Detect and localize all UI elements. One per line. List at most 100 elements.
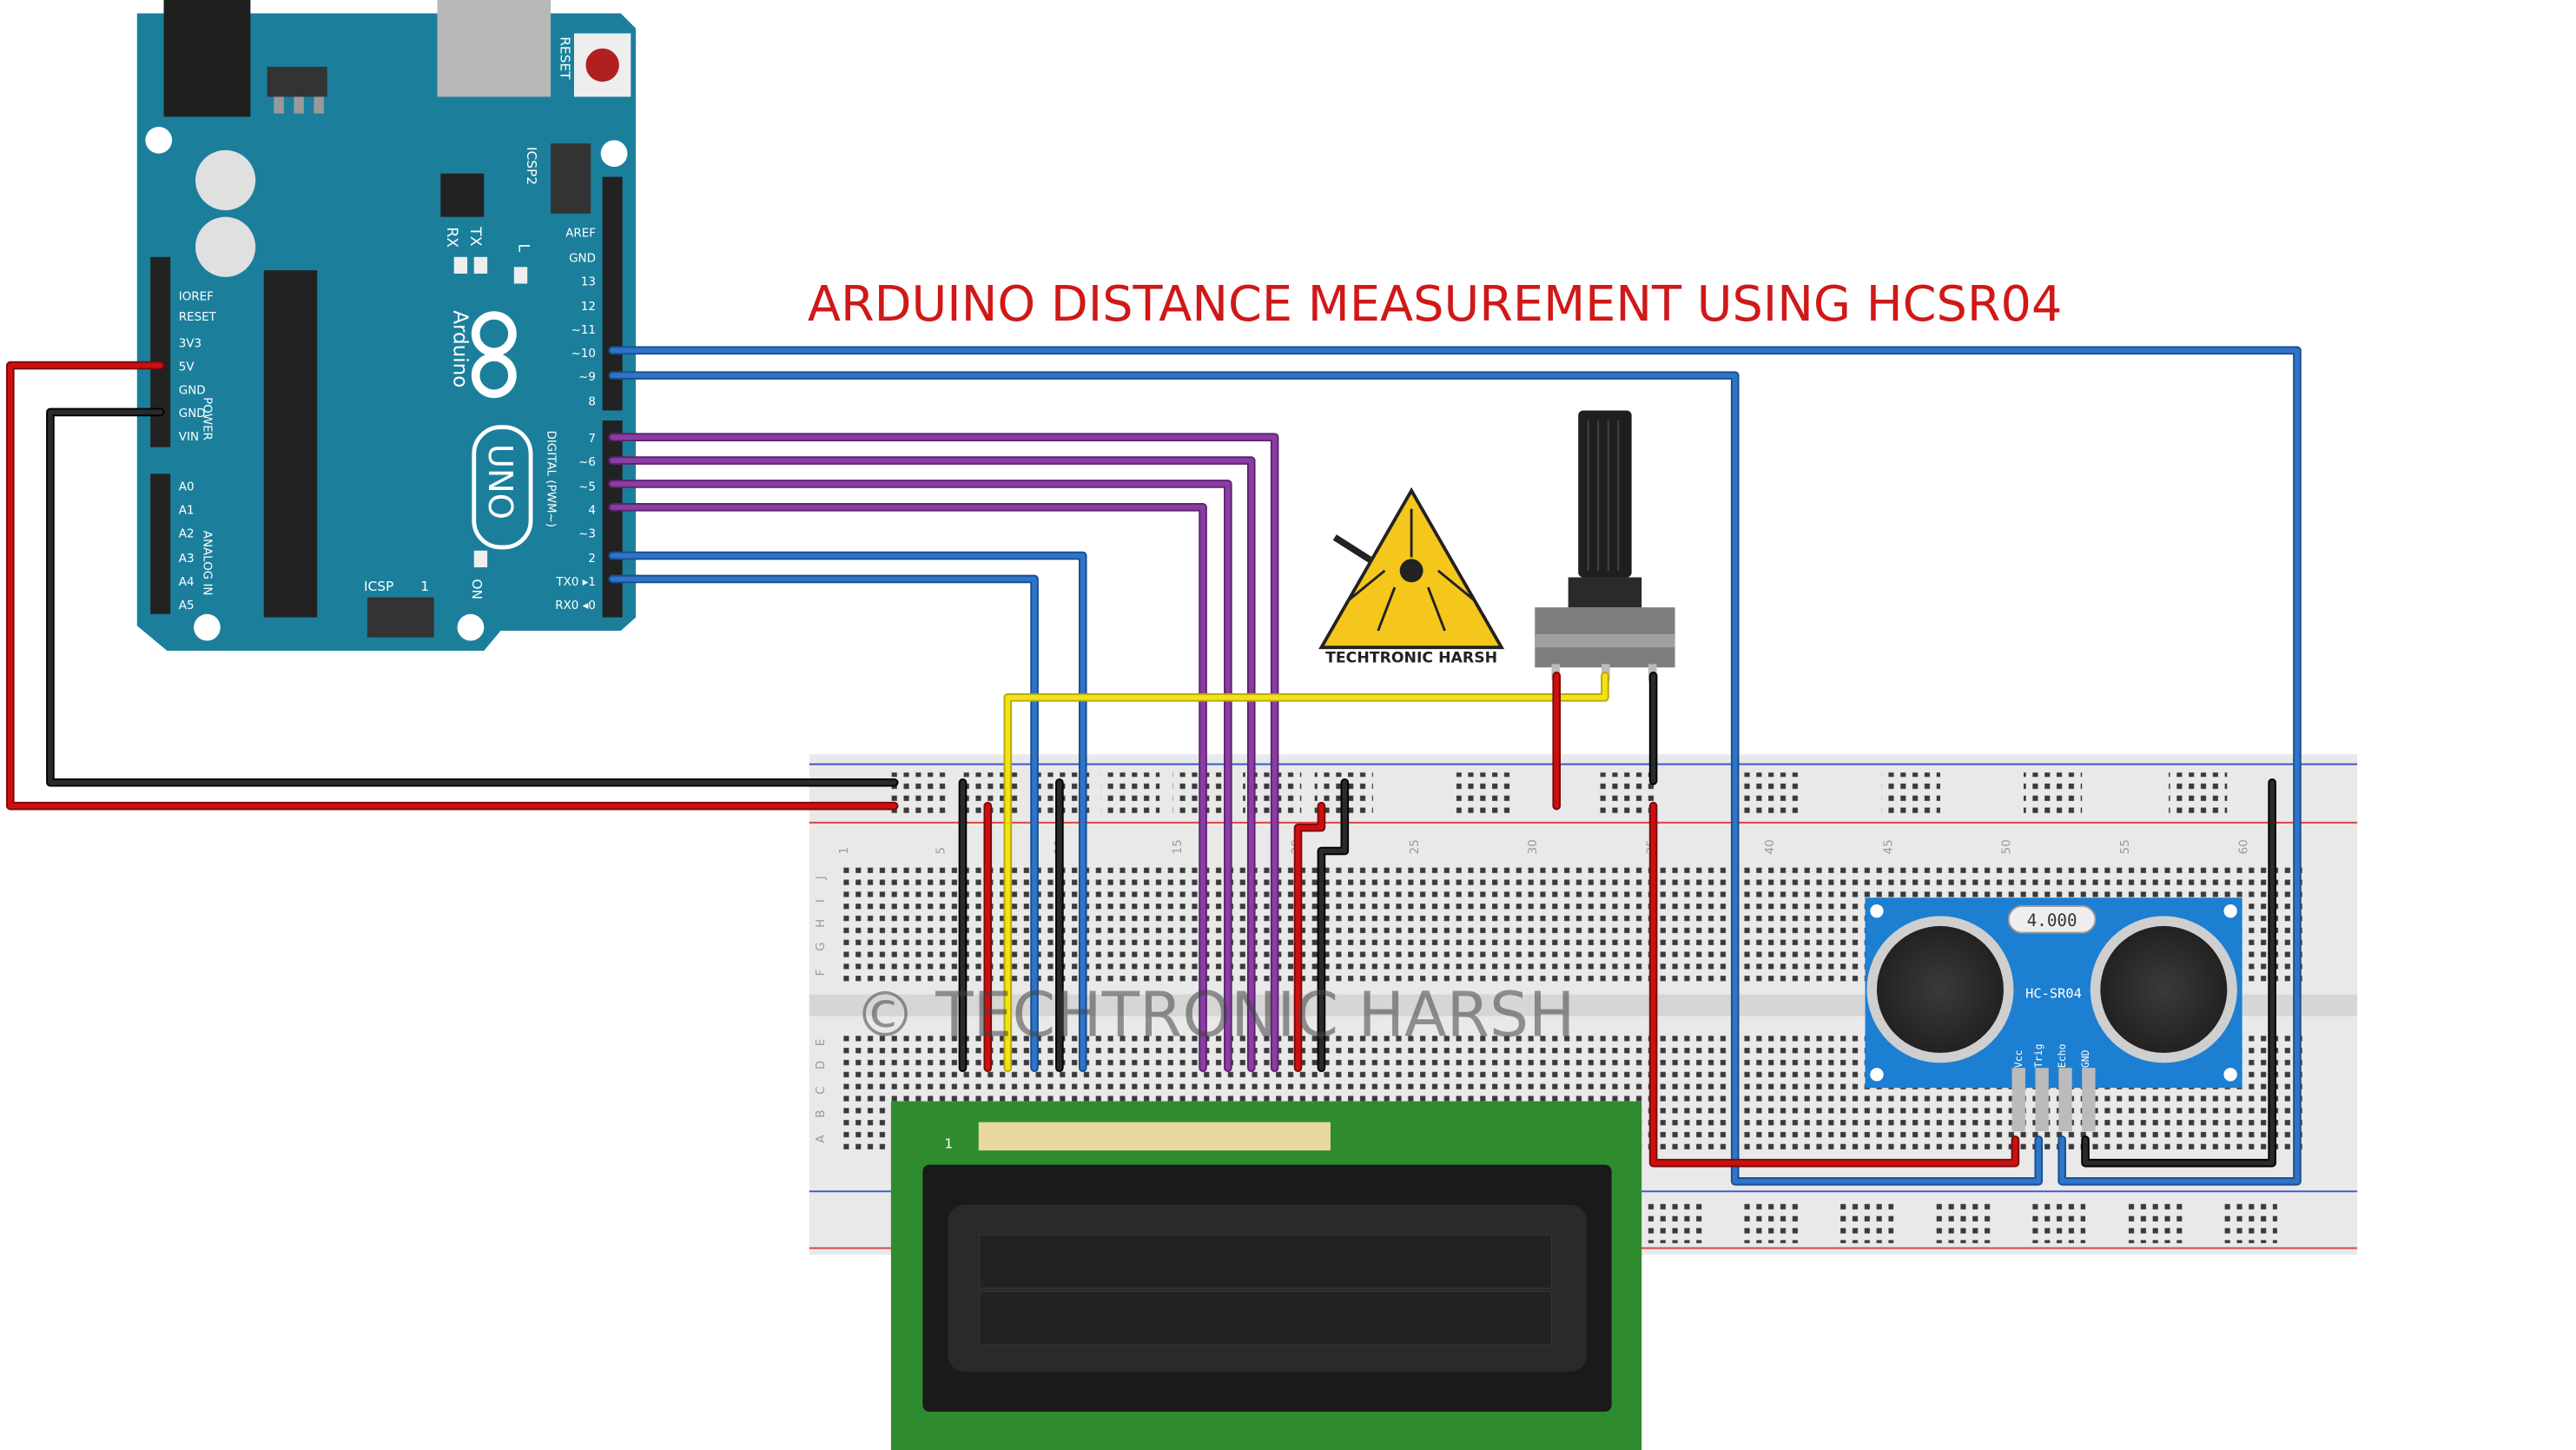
dc-jack bbox=[163, 0, 251, 117]
icsp2-header bbox=[551, 143, 591, 214]
icsp2-label: ICSP2 bbox=[524, 147, 539, 185]
digital-pin-labels-bottom: 7 ~6 ~5 4 ~3 2 TX0 ▸1 RX0 ◂0 bbox=[555, 433, 596, 612]
col-40-label: 40 bbox=[1764, 839, 1777, 854]
reset-label: RESET bbox=[558, 36, 573, 80]
pin-8-label: 8 bbox=[588, 396, 596, 409]
trig-pin-label: Trig bbox=[2032, 1043, 2044, 1068]
pin-4-label: 4 bbox=[588, 505, 596, 518]
row-c-label: C bbox=[815, 1087, 828, 1095]
pin-7-label: 7 bbox=[588, 433, 596, 446]
pin-a1-label: A1 bbox=[179, 505, 195, 518]
pin-11-label: ~11 bbox=[571, 324, 596, 337]
power-rail-top bbox=[888, 772, 2228, 817]
pin-1-label: TX0 ▸1 bbox=[555, 576, 596, 589]
crystal-label: 4.000 bbox=[2027, 910, 2077, 930]
pin-a0-label: A0 bbox=[179, 481, 195, 494]
row-f-label: F bbox=[815, 970, 828, 977]
pin-6-label: ~6 bbox=[578, 456, 596, 469]
analog-label: ANALOG IN bbox=[201, 531, 214, 596]
atmega-chip bbox=[263, 270, 318, 618]
logo-text: TECHTRONIC HARSH bbox=[1325, 649, 1497, 666]
icsp-label: ICSP bbox=[364, 579, 393, 594]
col-25-label: 25 bbox=[1409, 839, 1422, 854]
pin-3-label: ~3 bbox=[578, 527, 596, 540]
power-label: POWER bbox=[201, 397, 214, 440]
pin-a5-label: A5 bbox=[179, 599, 195, 612]
row-e-label: E bbox=[815, 1039, 828, 1046]
icsp-header bbox=[367, 597, 434, 638]
on-label: ON bbox=[469, 579, 485, 599]
pin-5v-label: 5V bbox=[179, 361, 195, 374]
pin-0-label: RX0 ◂0 bbox=[555, 599, 596, 612]
lcd-char-cells bbox=[979, 1234, 1553, 1346]
pin-gnd2-label: GND bbox=[179, 407, 206, 420]
row-i-label: I bbox=[815, 899, 828, 903]
pot-knob-shaft bbox=[1578, 410, 1632, 578]
digital-label: DIGITAL (PWM~) bbox=[544, 431, 557, 528]
lcd-header-pins bbox=[976, 1120, 1332, 1153]
col-15-label: 15 bbox=[1172, 839, 1185, 854]
pin-9-label: ~9 bbox=[578, 371, 596, 384]
wires bbox=[6, 346, 2302, 1186]
watermark: © TECHTRONIC HARSH bbox=[855, 979, 1575, 1051]
analog-pin-labels: A0 A1 A2 A3 A4 A5 bbox=[179, 481, 195, 612]
col-1-label: 1 bbox=[838, 847, 851, 855]
arduino-pcb bbox=[136, 13, 637, 652]
pin-reset-label: RESET bbox=[179, 311, 217, 324]
reset-button-cap[interactable] bbox=[585, 48, 619, 83]
pin-12-label: 12 bbox=[581, 301, 596, 314]
power-pin-labels: IOREF RESET 3V3 5V GND GND VIN bbox=[179, 291, 217, 444]
potentiometer bbox=[1535, 410, 1675, 681]
pin-13-label: 13 bbox=[581, 275, 596, 288]
pin-3v3-label: 3V3 bbox=[179, 337, 201, 350]
row-letters: J I H G F E D C B A bbox=[815, 876, 828, 1142]
hc-sr04-sensor: 4.000 HC-SR04 Vcc Trig Echo GND bbox=[1865, 897, 2242, 1132]
vcc-pin-label: Vcc bbox=[2012, 1049, 2024, 1068]
pin-a2-label: A2 bbox=[179, 527, 195, 540]
pin-5-label: ~5 bbox=[578, 481, 596, 494]
row-g-label: G bbox=[815, 942, 828, 950]
sensor-model-label: HC-SR04 bbox=[2025, 986, 2082, 1002]
icsp-pin1-label: 1 bbox=[420, 579, 429, 594]
pin-gnd-label: GND bbox=[569, 253, 596, 266]
row-b-label: B bbox=[815, 1110, 828, 1118]
led-l-label: L bbox=[515, 243, 532, 252]
pin-gnd1-label: GND bbox=[179, 384, 206, 397]
usb-port bbox=[437, 0, 552, 97]
lcd-pin1-label: 1 bbox=[944, 1136, 953, 1151]
power-header bbox=[150, 256, 171, 447]
arduino-uno: RESET ICSP2 L TX RX Arduino UNO ON bbox=[136, 0, 637, 652]
led-tx-label: TX bbox=[466, 226, 484, 247]
analog-header bbox=[150, 473, 171, 614]
digital-header-bottom bbox=[602, 420, 623, 618]
pin-aref-label: AREF bbox=[565, 228, 596, 241]
capacitor-2 bbox=[195, 216, 256, 277]
col-60-label: 60 bbox=[2237, 839, 2250, 854]
pin-ioref-label: IOREF bbox=[179, 291, 214, 304]
col-50-label: 50 bbox=[2001, 839, 2014, 854]
power-rail-bottom bbox=[1643, 1199, 2277, 1243]
pin-10-label: ~10 bbox=[571, 348, 596, 361]
receiver-icon bbox=[2100, 925, 2228, 1053]
echo-pin-label: Echo bbox=[2056, 1043, 2068, 1068]
row-h-label: H bbox=[815, 919, 828, 928]
row-d-label: D bbox=[815, 1061, 828, 1069]
arduino-logo bbox=[471, 311, 517, 399]
techtronic-harsh-logo: TECHTRONIC HARSH bbox=[1318, 487, 1505, 666]
digital-pin-labels-top: AREF GND 13 12 ~11 ~10 ~9 8 bbox=[565, 228, 596, 409]
arduino-brand-label: Arduino bbox=[449, 310, 472, 387]
col-30-label: 30 bbox=[1527, 839, 1540, 854]
pin-2-label: 2 bbox=[588, 553, 596, 566]
led-rx-label: RX bbox=[443, 227, 460, 248]
gnd-pin-label: GND bbox=[2079, 1049, 2091, 1068]
uno-badge bbox=[472, 425, 533, 550]
pin-a4-label: A4 bbox=[179, 576, 195, 589]
lcd-16x2: 1 bbox=[890, 1101, 1642, 1450]
uno-label: UNO bbox=[480, 444, 519, 520]
usb-chip bbox=[440, 173, 485, 217]
col-5-label: 5 bbox=[935, 847, 948, 855]
sensor-pin-labels: Vcc Trig Echo GND bbox=[2012, 1043, 2091, 1068]
pin-vin-label: VIN bbox=[179, 431, 199, 444]
row-j-label: J bbox=[815, 876, 828, 880]
